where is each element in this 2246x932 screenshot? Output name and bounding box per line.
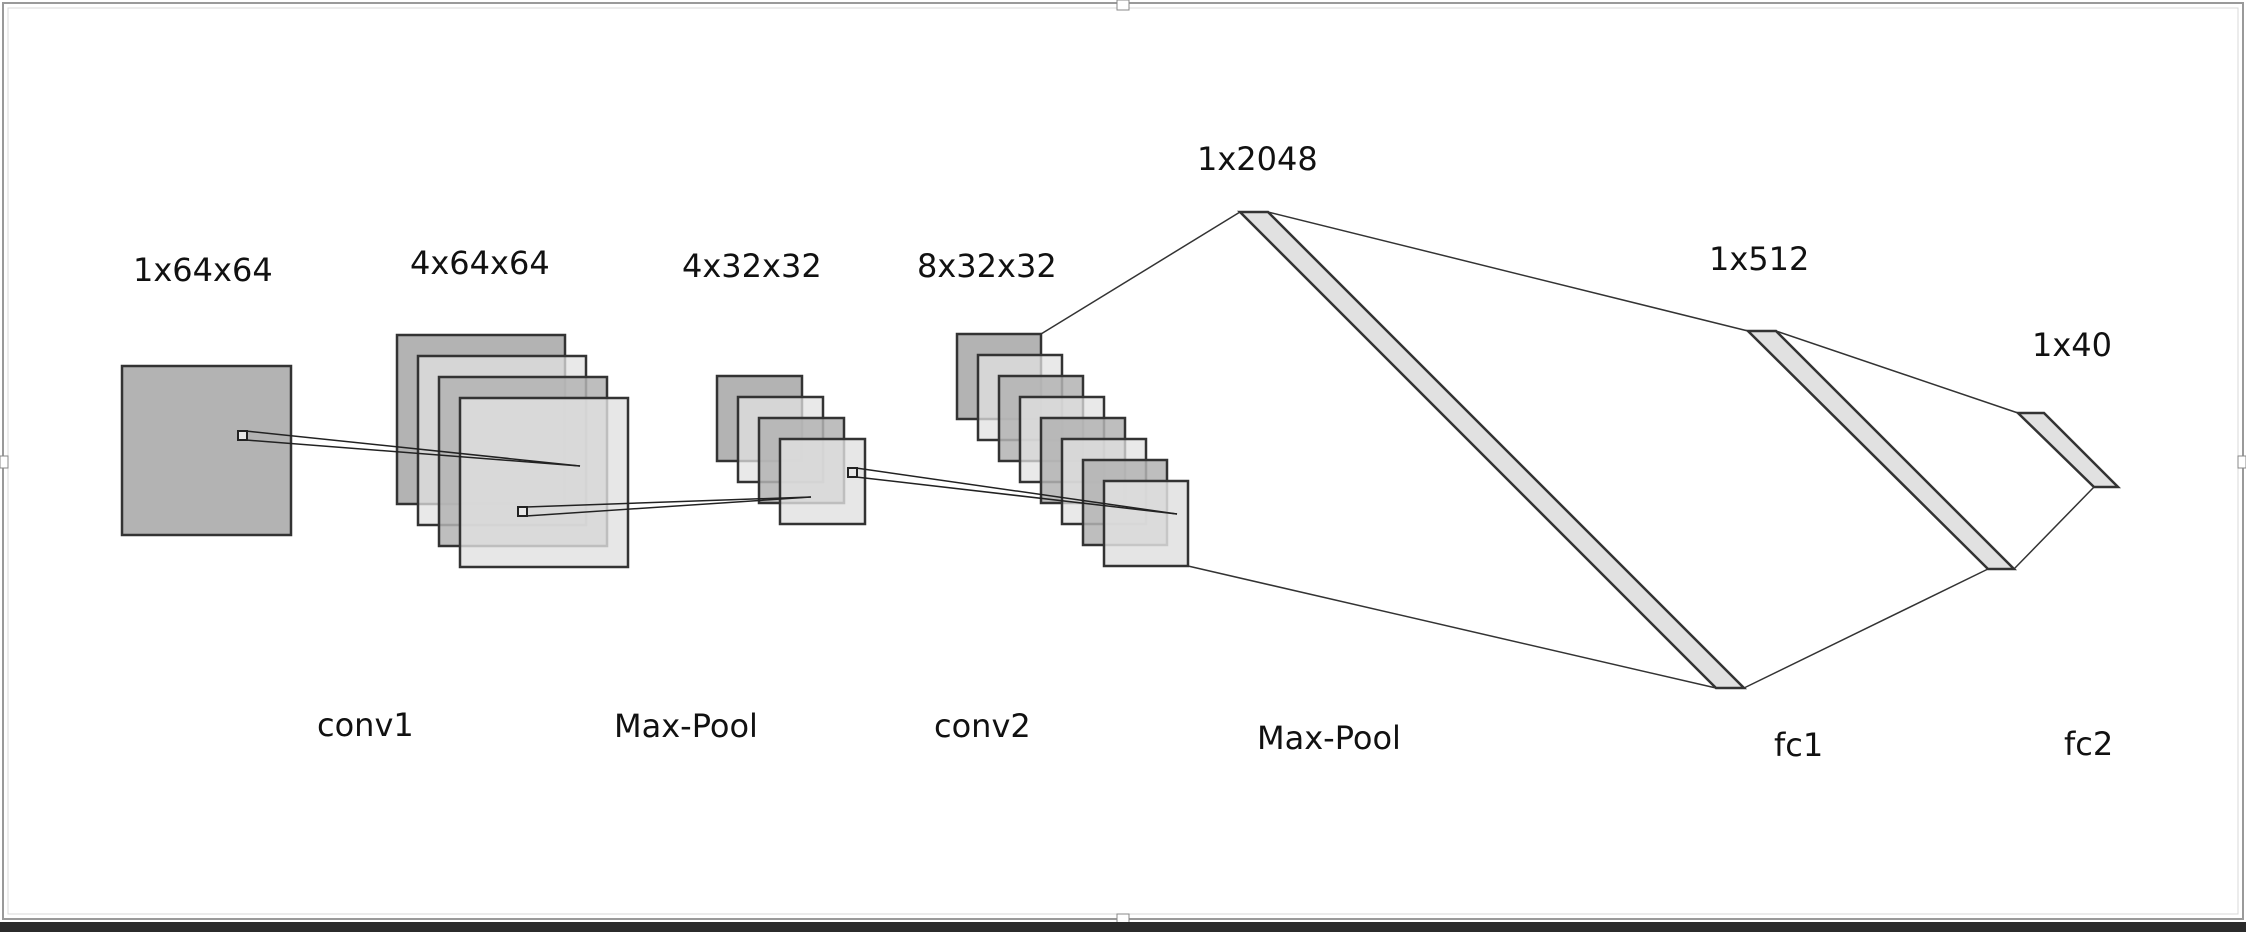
layer-label-fc2: fc2 bbox=[2064, 725, 2113, 763]
shape-label-fc2: 1x40 bbox=[2032, 326, 2112, 364]
shape-label-flatten: 1x2048 bbox=[1197, 140, 1318, 178]
layer-label-pool2: Max-Pool bbox=[1257, 719, 1401, 757]
flatten-to-fc1-line-bottom bbox=[1743, 568, 1989, 689]
shape-label-conv2: 8x32x32 bbox=[917, 247, 1057, 285]
pool1-map-4 bbox=[778, 437, 867, 526]
flatten-to-fc1-line-top bbox=[1267, 211, 1749, 332]
layer-label-conv1: conv1 bbox=[317, 706, 414, 744]
conv1-kernel-window bbox=[517, 506, 528, 517]
input-kernel-window bbox=[237, 430, 248, 441]
fc1-to-fc2-line-top bbox=[1775, 330, 2019, 414]
conv1-map-4 bbox=[458, 396, 630, 569]
layer-label-pool1: Max-Pool bbox=[614, 707, 758, 745]
fc1-to-fc2-line-bottom bbox=[2013, 486, 2095, 570]
conv2-to-flatten-line-bottom bbox=[1187, 565, 1717, 689]
fc2-vector-40 bbox=[2014, 411, 2122, 489]
conv2-to-flatten-line-top bbox=[1040, 211, 1241, 335]
input-to-conv1-line-top bbox=[245, 430, 581, 467]
resize-handle-right[interactable] bbox=[2237, 455, 2246, 469]
shape-label-pool1: 4x32x32 bbox=[682, 247, 822, 285]
pool1-kernel-window bbox=[847, 467, 858, 478]
shape-label-fc1: 1x512 bbox=[1709, 240, 1809, 278]
conv2-map-8 bbox=[1102, 479, 1190, 568]
layer-label-conv2: conv2 bbox=[934, 707, 1031, 745]
pool1-to-conv2-line-top bbox=[855, 467, 1178, 515]
window-bottom-bar bbox=[0, 922, 2246, 932]
shape-label-conv1: 4x64x64 bbox=[410, 244, 550, 282]
input-feature-map bbox=[120, 364, 293, 537]
resize-handle-top[interactable] bbox=[1116, 0, 1130, 11]
shape-label-input: 1x64x64 bbox=[133, 251, 273, 289]
conv1-to-pool1-line-top bbox=[525, 496, 812, 508]
pool1-to-conv2-line-bottom bbox=[855, 476, 1178, 515]
layer-label-fc1: fc1 bbox=[1774, 726, 1823, 764]
conv1-to-pool1-line-bottom bbox=[525, 496, 812, 517]
input-to-conv1-line-bottom bbox=[245, 439, 581, 467]
resize-handle-left[interactable] bbox=[0, 455, 9, 469]
flatten-vector-2048 bbox=[1236, 210, 1748, 690]
